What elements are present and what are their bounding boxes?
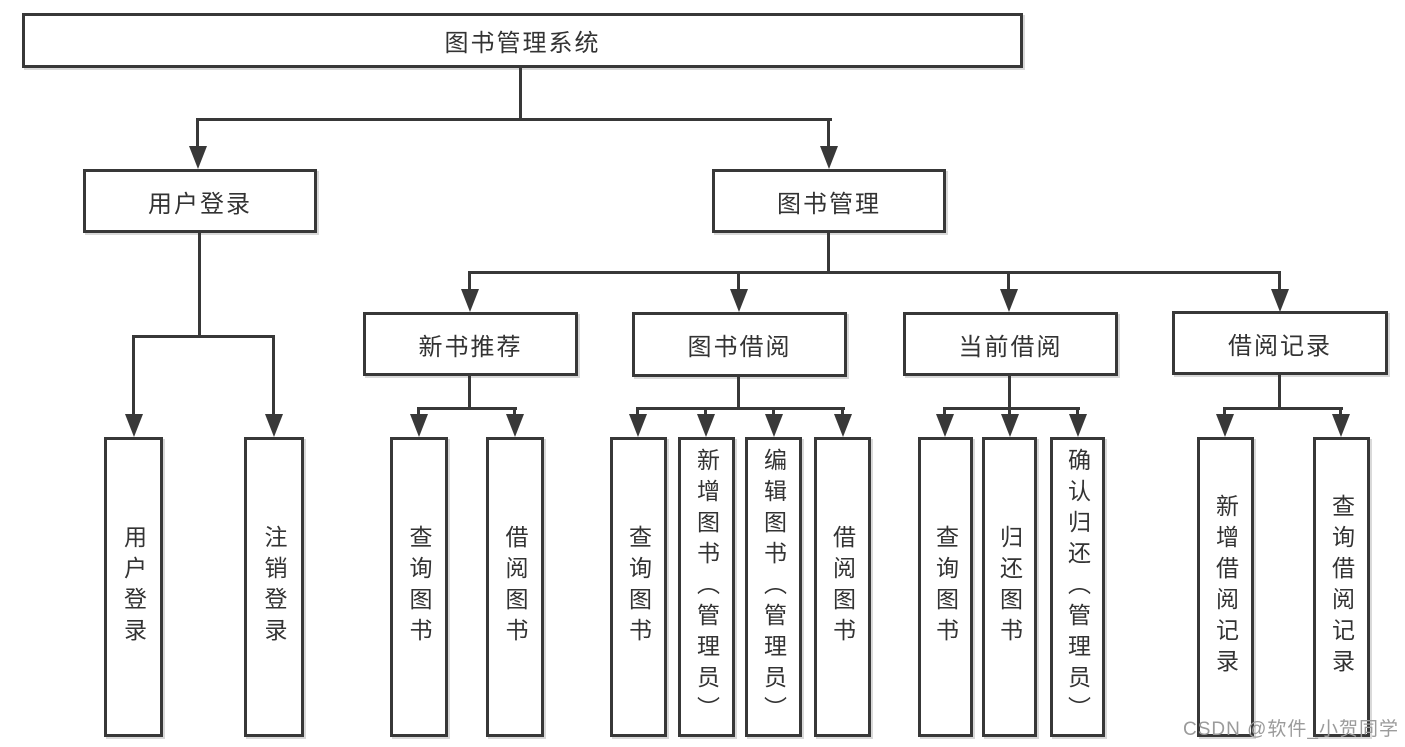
arrowhead-icon [765, 414, 783, 437]
edge-line [519, 68, 522, 119]
node-add-borrow-record: 新增借阅记录 [1197, 437, 1254, 737]
node-library-system: 图书管理系统 [22, 13, 1023, 68]
edge-line [272, 335, 275, 420]
arrowhead-icon [697, 414, 715, 437]
edge-line [513, 407, 516, 419]
node-borrow-books-recommend: 借阅图书 [486, 437, 544, 737]
edge-line [468, 271, 471, 294]
arrowhead-icon [629, 414, 647, 437]
node-return-books: 归还图书 [982, 437, 1037, 737]
edge-line [827, 233, 830, 273]
arrowhead-icon [730, 289, 748, 312]
edge-line [841, 407, 844, 419]
node-query-books-recommend: 查询图书 [390, 437, 448, 737]
arrowhead-icon [189, 146, 207, 169]
arrowhead-icon [1000, 289, 1018, 312]
node-user-login: 用户登录 [104, 437, 163, 737]
edge-line [772, 407, 775, 419]
arrowhead-icon [936, 414, 954, 437]
edge-line [636, 407, 639, 419]
edge-line [1007, 271, 1010, 294]
edge-line [469, 271, 1281, 274]
arrowhead-icon [506, 414, 524, 437]
edge-line [1278, 375, 1281, 409]
arrowhead-icon [1069, 414, 1087, 437]
edge-line [132, 335, 135, 420]
arrowhead-icon [265, 414, 283, 437]
node-user-login-group: 用户登录 [83, 169, 317, 233]
edge-line [1076, 407, 1079, 419]
node-edit-books-admin: 编辑图书（管理员） [745, 437, 802, 737]
arrowhead-icon [125, 414, 143, 437]
arrowhead-icon [820, 146, 838, 169]
node-new-book-recommend: 新书推荐 [363, 312, 578, 376]
arrowhead-icon [834, 414, 852, 437]
node-confirm-return-admin: 确认归还（管理员） [1050, 437, 1105, 737]
edge-line [636, 407, 845, 410]
arrowhead-icon [410, 414, 428, 437]
arrowhead-icon [1001, 414, 1019, 437]
edge-line [133, 335, 275, 338]
edge-line [418, 407, 517, 410]
edge-line [198, 233, 201, 337]
edge-line [827, 118, 830, 151]
edge-line [1278, 271, 1281, 294]
node-query-borrow-record: 查询借阅记录 [1313, 437, 1370, 737]
edge-line [943, 407, 946, 419]
watermark: CSDN @软件_小贺同学 [1183, 719, 1399, 740]
node-logout: 注销登录 [244, 437, 304, 737]
edge-line [468, 376, 471, 409]
node-borrow-books: 借阅图书 [814, 437, 871, 737]
edge-line [1339, 407, 1342, 419]
edge-line [944, 407, 1080, 410]
arrowhead-icon [1271, 289, 1289, 312]
arrowhead-icon [1332, 414, 1350, 437]
edge-line [196, 118, 199, 151]
edge-line [417, 407, 420, 419]
node-current-borrowing: 当前借阅 [903, 312, 1118, 376]
node-add-books-admin: 新增图书（管理员） [678, 437, 735, 737]
edge-line [737, 377, 740, 409]
arrowhead-icon [1216, 414, 1234, 437]
node-query-books-current: 查询图书 [918, 437, 973, 737]
edge-line [1224, 407, 1343, 410]
edge-line [1008, 407, 1011, 419]
edge-line [704, 407, 707, 419]
node-book-management: 图书管理 [712, 169, 946, 233]
edge-line [737, 271, 740, 294]
edge-line [1223, 407, 1226, 419]
edge-line [196, 118, 832, 121]
edge-line [1008, 376, 1011, 409]
node-query-books-borrow: 查询图书 [610, 437, 667, 737]
arrowhead-icon [461, 289, 479, 312]
node-book-borrowing: 图书借阅 [632, 312, 847, 377]
node-borrow-records: 借阅记录 [1172, 311, 1388, 375]
